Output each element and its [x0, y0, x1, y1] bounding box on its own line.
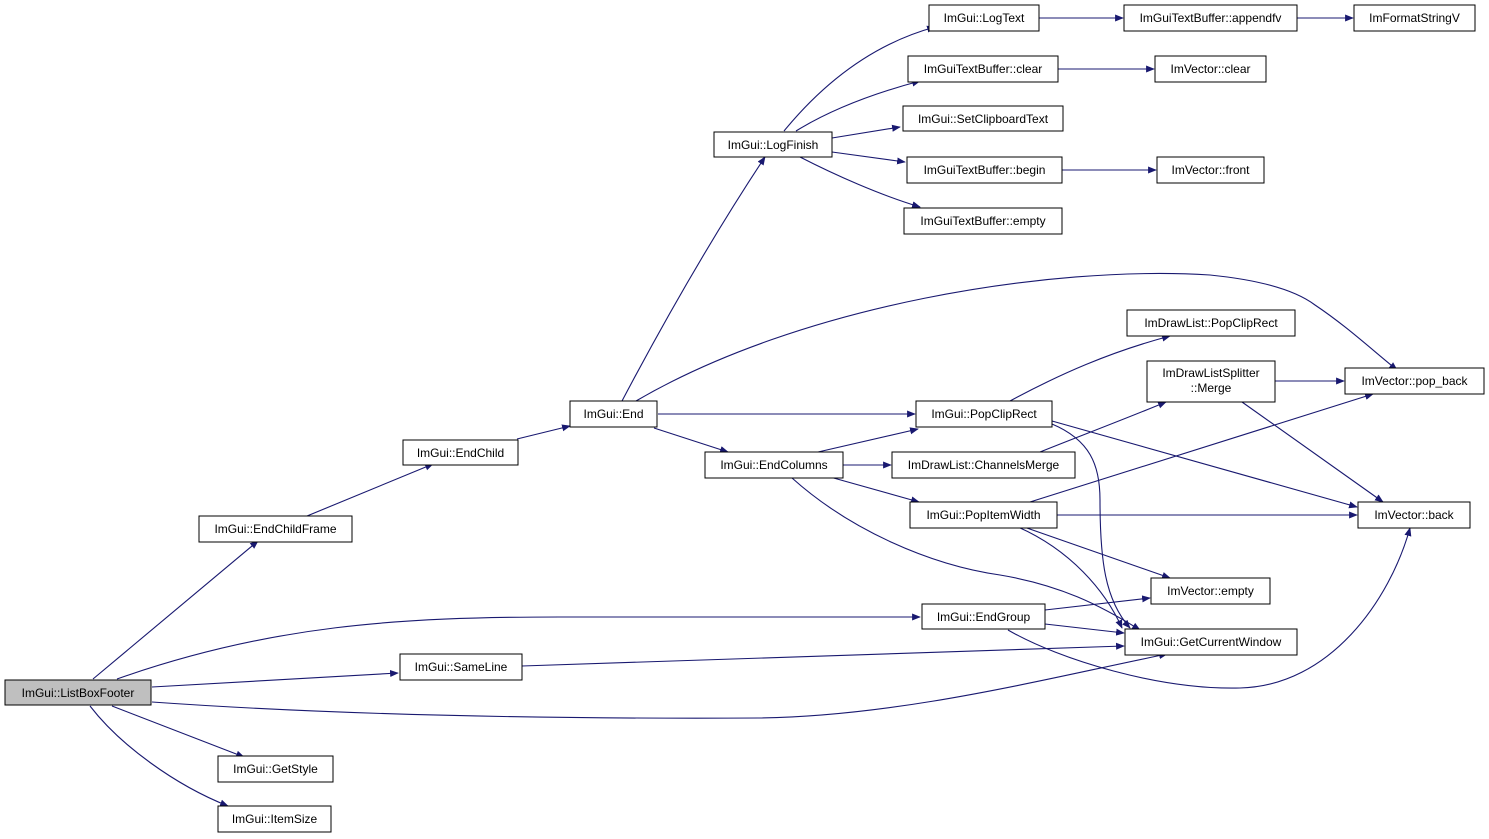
node-endgroup[interactable]: ImGui::EndGroup — [921, 603, 1046, 630]
node-vec-front[interactable]: ImVector::front — [1156, 156, 1265, 184]
node-label: ImGui::LogText — [944, 11, 1025, 25]
edge-listboxfooter-sameline — [151, 669, 399, 688]
edge-popitemwidth-getcurrentwindow — [1017, 526, 1123, 629]
edge-endgroup-vec-back — [1007, 527, 1412, 689]
node-label: ImGui::ListBoxFooter — [22, 686, 135, 700]
node-label: ImGui::EndChildFrame — [214, 522, 336, 536]
edge-listboxfooter-endgroup — [116, 613, 921, 680]
edge-popitemwidth-vec-popback — [1029, 393, 1374, 503]
node-logfinish[interactable]: ImGui::LogFinish — [713, 131, 833, 158]
node-label: ImGui::End — [583, 407, 643, 421]
nodes: ImGui::ListBoxFooter ImGui::EndChildFram… — [4, 4, 1485, 833]
node-vec-popback[interactable]: ImVector::pop_back — [1344, 367, 1485, 395]
edge-listboxfooter-itemsize — [89, 705, 229, 807]
edge-popitemwidth-vec-empty — [1023, 526, 1171, 579]
edge-popcliprect-vec-back — [1051, 420, 1358, 509]
node-label: ImDrawList::ChannelsMerge — [908, 458, 1060, 472]
edge-end-logfinish — [621, 156, 766, 402]
node-endchildframe[interactable]: ImGui::EndChildFrame — [198, 515, 353, 543]
node-label: ImGui::EndColumns — [720, 458, 827, 472]
node-sameline[interactable]: ImGui::SameLine — [399, 653, 523, 681]
node-label: ImGui::PopClipRect — [931, 407, 1037, 421]
node-label: ImGui::ItemSize — [232, 812, 318, 826]
node-popcliprect[interactable]: ImGui::PopClipRect — [915, 400, 1053, 428]
node-tb-begin[interactable]: ImGuiTextBuffer::begin — [906, 156, 1063, 184]
edge-logfinish-tb-begin — [831, 151, 906, 165]
node-label: ImGui::EndChild — [417, 446, 504, 460]
node-itemsize[interactable]: ImGui::ItemSize — [217, 805, 332, 833]
node-label: ImGuiTextBuffer::clear — [924, 62, 1043, 76]
node-label: ImVector::clear — [1170, 62, 1250, 76]
node-label: ImVector::front — [1171, 163, 1250, 177]
edge-logfinish-setclipboardtext — [831, 124, 901, 139]
edge-endcolumns-getcurrentwindow — [791, 477, 1141, 631]
node-tb-empty[interactable]: ImGuiTextBuffer::empty — [903, 207, 1063, 235]
node-label: ImVector::empty — [1167, 584, 1254, 598]
node-label: ImGui::LogFinish — [728, 138, 819, 152]
node-endchild[interactable]: ImGui::EndChild — [402, 439, 519, 466]
node-vec-back[interactable]: ImVector::back — [1357, 501, 1471, 529]
edge-listboxfooter-getcurrentwindow — [151, 652, 1168, 719]
edge-endchildframe-endchild — [306, 463, 434, 517]
node-label: ImGuiTextBuffer::appendfv — [1140, 11, 1282, 25]
node-label: ImGui::SetClipboardText — [918, 112, 1049, 126]
node-setclipboardtext[interactable]: ImGui::SetClipboardText — [902, 105, 1064, 132]
node-label: ImDrawList::PopClipRect — [1144, 316, 1278, 330]
edge-endchild-end — [516, 424, 571, 440]
edge-splitter-merge-vec-back — [1241, 401, 1384, 503]
edge-end-endcolumns — [653, 427, 729, 453]
node-label: ImGuiTextBuffer::begin — [924, 163, 1046, 177]
node-dl-popcliprect[interactable]: ImDrawList::PopClipRect — [1126, 309, 1296, 337]
node-label: ImGui::SameLine — [415, 660, 508, 674]
node-label: ImGui::PopItemWidth — [926, 508, 1040, 522]
edge-endcolumns-popitemwidth — [829, 476, 920, 504]
edge-endgroup-getcurrentwindow — [1044, 623, 1125, 636]
node-label: ImFormatStringV — [1369, 11, 1460, 25]
node-label: ImVector::back — [1374, 508, 1454, 522]
node-getstyle[interactable]: ImGui::GetStyle — [217, 755, 334, 783]
edge-end-vec-popback — [635, 273, 1398, 402]
node-label: ImGuiTextBuffer::empty — [920, 214, 1045, 228]
node-end[interactable]: ImGui::End — [569, 400, 658, 428]
node-label: ImGui::GetStyle — [233, 762, 318, 776]
node-channelsmerge[interactable]: ImDrawList::ChannelsMerge — [891, 451, 1076, 479]
edge-popcliprect-dl-popcliprect — [1009, 334, 1171, 402]
node-endcolumns[interactable]: ImGui::EndColumns — [704, 451, 844, 479]
node-formatstringv[interactable]: ImFormatStringV — [1353, 4, 1476, 32]
node-getcurrentwindow[interactable]: ImGui::GetCurrentWindow — [1124, 628, 1298, 656]
node-label: ImGui::GetCurrentWindow — [1141, 635, 1282, 649]
edges — [89, 14, 1412, 807]
node-tb-clear[interactable]: ImGuiTextBuffer::clear — [907, 55, 1059, 83]
edge-logfinish-logtext — [783, 25, 936, 132]
edge-endcolumns-popcliprect — [817, 427, 919, 453]
edge-channelsmerge-splitter-merge — [1039, 401, 1167, 453]
edge-sameline-getcurrentwindow — [521, 642, 1125, 667]
node-vec-empty[interactable]: ImVector::empty — [1150, 577, 1271, 605]
node-splitter-merge[interactable]: ImDrawListSplitter ::Merge — [1146, 360, 1276, 403]
node-vec-clear[interactable]: ImVector::clear — [1154, 55, 1267, 83]
edge-logfinish-tb-empty — [799, 156, 921, 209]
node-label: ImGui::EndGroup — [937, 610, 1031, 624]
node-logtext[interactable]: ImGui::LogText — [928, 4, 1040, 32]
node-label: ::Merge — [1191, 381, 1232, 395]
node-label: ImDrawListSplitter — [1162, 366, 1259, 380]
edge-popcliprect-getcurrentwindow — [1051, 423, 1131, 629]
edge-listboxfooter-endchildframe — [92, 540, 259, 680]
edge-logfinish-tb-clear — [795, 79, 921, 132]
node-listboxfooter[interactable]: ImGui::ListBoxFooter — [4, 679, 152, 706]
edge-endgroup-vec-empty — [1044, 595, 1151, 611]
edge-listboxfooter-getstyle — [111, 705, 245, 758]
node-popitemwidth[interactable]: ImGui::PopItemWidth — [909, 501, 1058, 529]
node-tb-appendfv[interactable]: ImGuiTextBuffer::appendfv — [1123, 4, 1298, 32]
node-label: ImVector::pop_back — [1361, 374, 1468, 388]
